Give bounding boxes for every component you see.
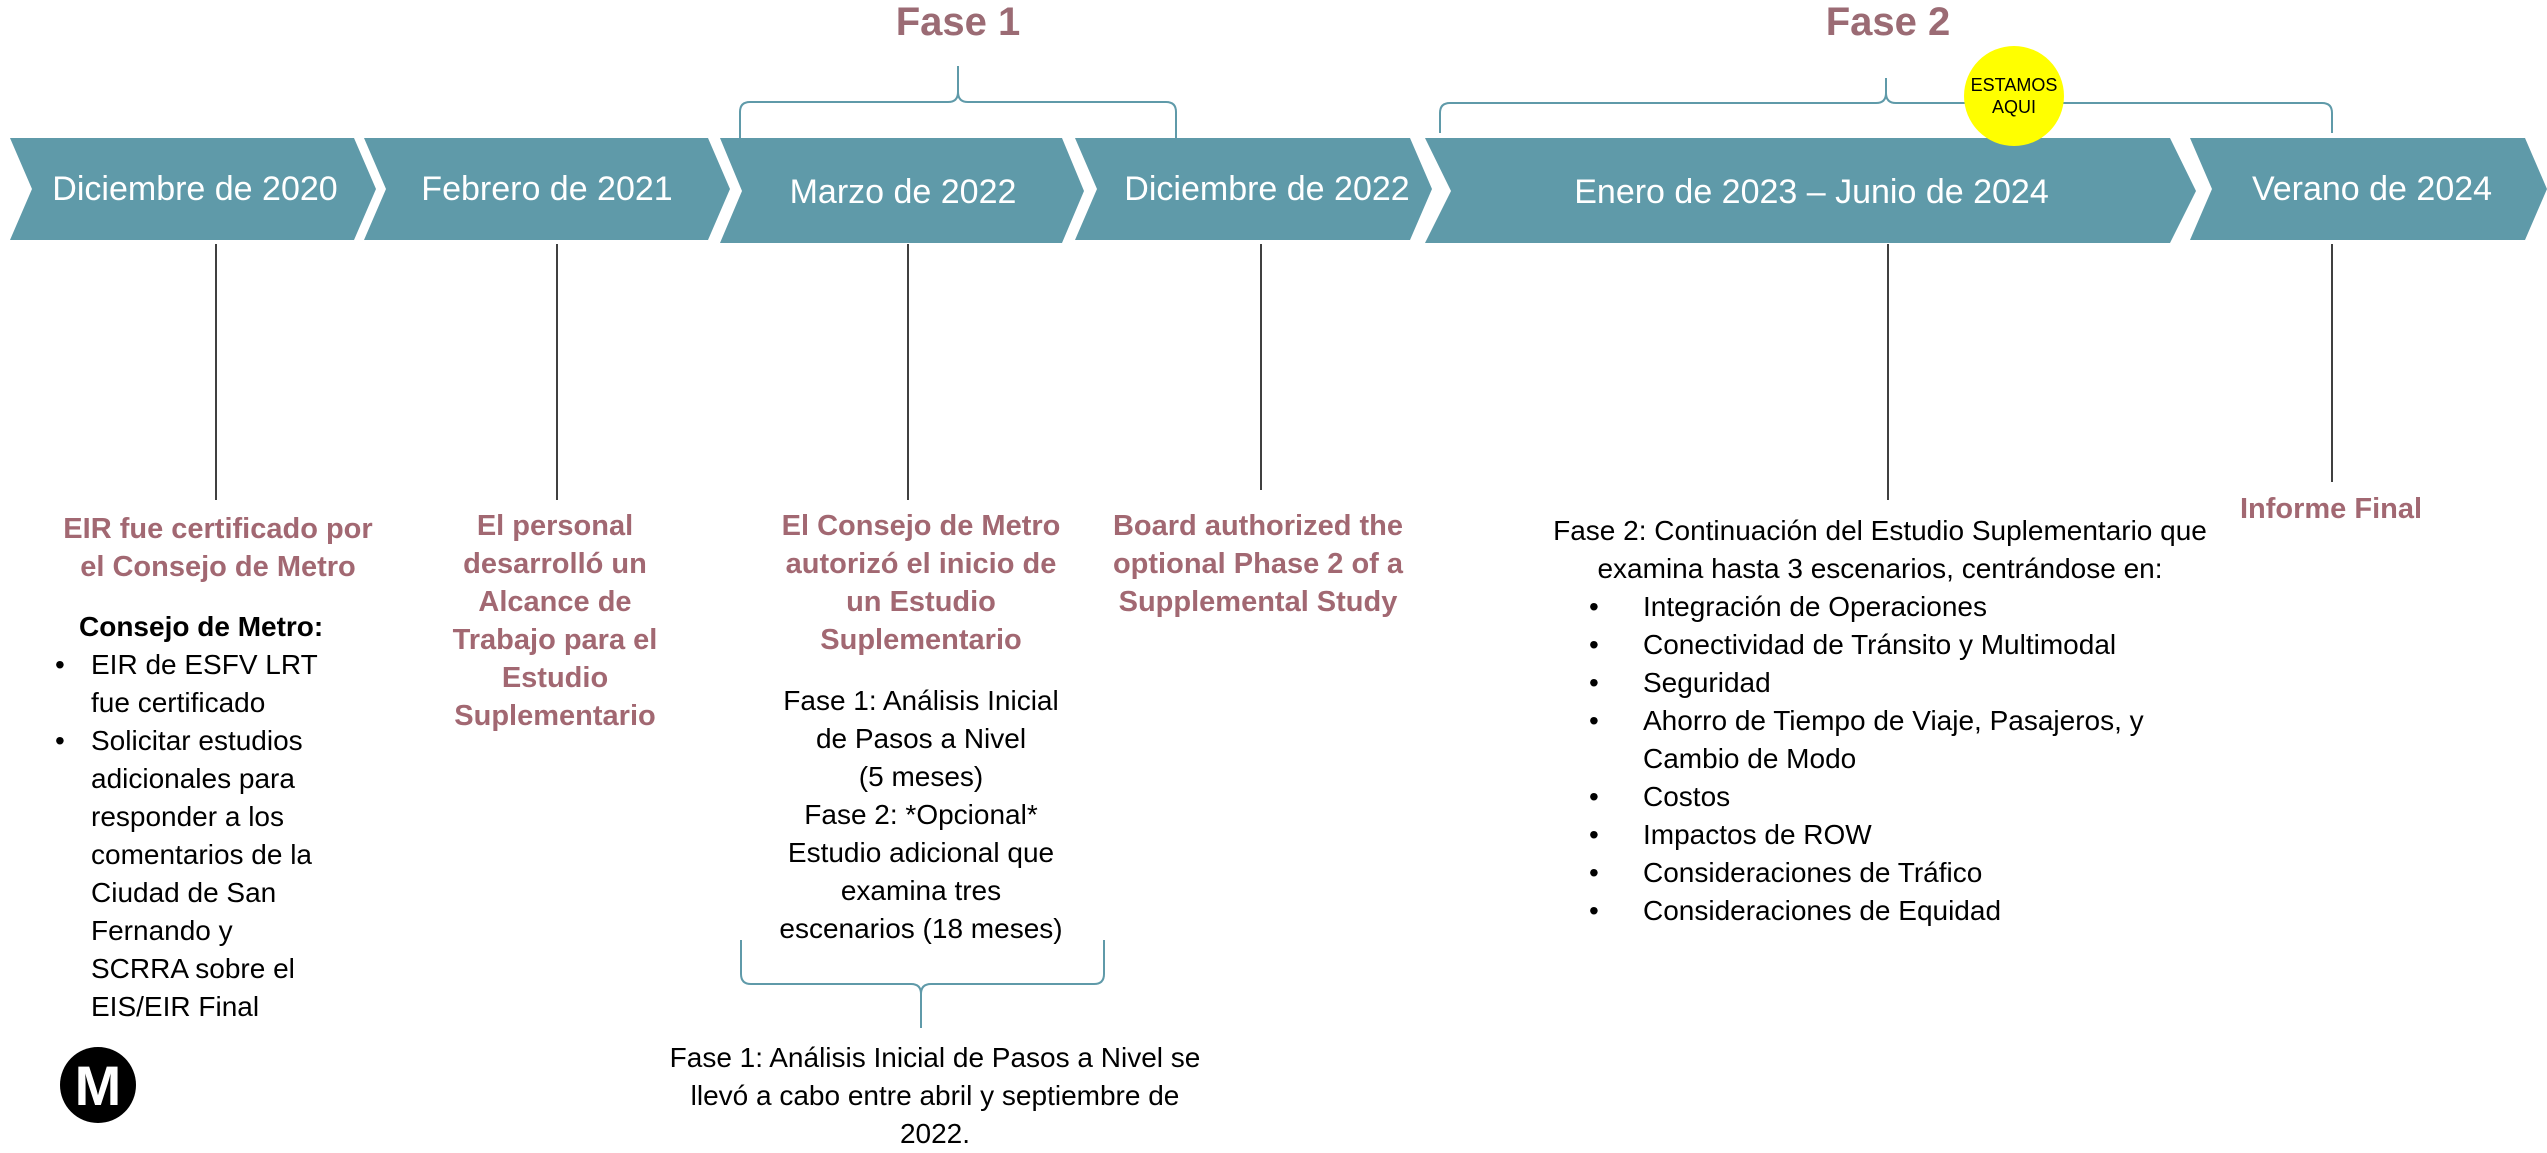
milestone-1-bullets: EIR de ESFV LRT fue certificado Solicita…: [55, 646, 375, 1026]
list-item: Impactos de ROW: [1589, 816, 2210, 854]
timeline-label-2023-2024: Enero de 2023 – Junio de 2024: [1574, 172, 2049, 211]
phase-1-note-brace: [740, 940, 1105, 1028]
chevron-3: [720, 138, 1084, 243]
phase-2-brace: [1439, 78, 2333, 133]
phase-2-title: Fase 2: [1825, 0, 1951, 44]
metro-logo: M: [60, 1047, 136, 1123]
chevron-5: [1425, 138, 2196, 243]
chevron-1: [10, 138, 376, 240]
list-item: Ahorro de Tiempo de Viaje, Pasajeros, y …: [1589, 702, 2183, 778]
chevron-6: [2190, 138, 2547, 240]
milestone-3-line-1: Fase 1: Análisis Inicial de Pasos a Nive…: [783, 685, 1059, 754]
milestone-5-details: Fase 2: Continuación del Estudio Supleme…: [1550, 512, 2210, 930]
connector-line-1: [215, 244, 217, 500]
list-item: Integración de Operaciones: [1589, 588, 2210, 626]
badge-line-1: ESTAMOS: [1970, 75, 2058, 95]
metro-logo-letter: M: [74, 1053, 122, 1117]
chevron-2: [364, 138, 730, 240]
milestone-3-note: Fase 1: Análisis Inicial de Pasos a Nive…: [669, 1042, 1201, 1149]
milestone-2-heading: El personal desarrolló un Alcance de Tra…: [452, 510, 658, 732]
milestone-3-details: Fase 1: Análisis Inicial de Pasos a Nive…: [770, 682, 1072, 948]
milestone-1-subheading: Consejo de Metro:: [79, 611, 324, 642]
connector-line-3: [907, 244, 909, 500]
milestone-1-details: Consejo de Metro: EIR de ESFV LRT fue ce…: [55, 608, 375, 1026]
list-item: Solicitar estudios adicionales para resp…: [55, 722, 331, 1026]
badge-line-2: AQUI: [1991, 97, 2036, 117]
connector-line-2: [556, 244, 558, 500]
connector-line-4: [1260, 244, 1262, 490]
milestone-3-line-2: (5 meses): [858, 761, 984, 792]
list-item: Consideraciones de Equidad: [1589, 892, 2210, 930]
chevron-4: [1075, 138, 1432, 240]
phase-1-title: Fase 1: [895, 0, 1021, 44]
milestone-3-line-3: Fase 2: *Opcional* Estudio adicional que…: [779, 799, 1063, 944]
list-item: Seguridad: [1589, 664, 2210, 702]
timeline-label-dec-2020: Diciembre de 2020: [52, 169, 338, 208]
milestone-4-heading: Board authorized the optional Phase 2 of…: [1112, 510, 1404, 618]
milestone-1-heading: EIR fue certificado por el Consejo de Me…: [63, 513, 373, 583]
list-item: Consideraciones de Tráfico: [1589, 854, 2210, 892]
connector-line-5: [1887, 244, 1889, 500]
milestone-3-heading: El Consejo de Metro autorizó el inicio d…: [781, 510, 1061, 656]
timeline-label-summer-2024: Verano de 2024: [2251, 169, 2493, 208]
list-item: EIR de ESFV LRT fue certificado: [55, 646, 331, 722]
list-item: Conectividad de Tránsito y Multimodal: [1589, 626, 2210, 664]
timeline-label-feb-2021: Febrero de 2021: [421, 169, 673, 208]
phase-1-brace: [739, 66, 1177, 138]
current-position-badge: ESTAMOS AQUI: [1964, 46, 2064, 146]
list-item: Costos: [1589, 778, 2210, 816]
connector-line-6: [2331, 244, 2333, 482]
milestone-6-heading: Informe Final: [2239, 493, 2423, 525]
timeline-label-mar-2022: Marzo de 2022: [789, 172, 1017, 211]
milestone-5-bullets: Integración de Operaciones Conectividad …: [1589, 588, 2210, 930]
timeline-label-dec-2022: Diciembre de 2022: [1124, 169, 1410, 208]
milestone-5-intro: Fase 2: Continuación del Estudio Supleme…: [1553, 515, 2207, 584]
